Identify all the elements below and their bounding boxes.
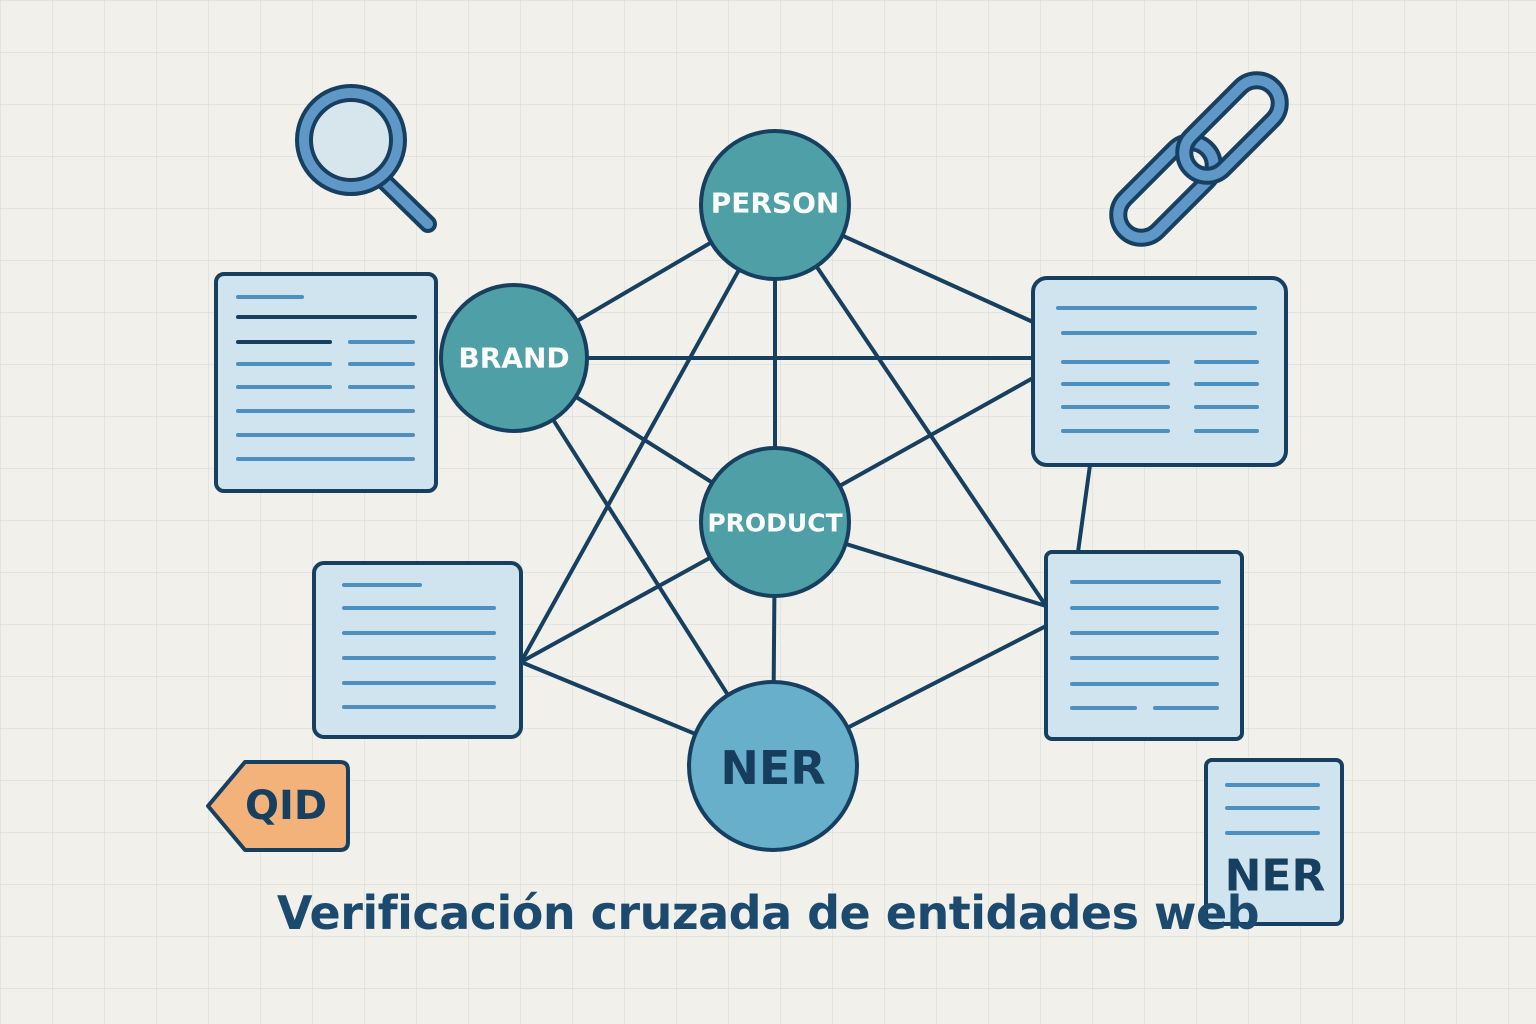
node-ner: NER [687, 680, 859, 852]
ner-document-label: NER [1225, 851, 1326, 902]
document-card-right-top [1031, 276, 1288, 467]
node-product-label: PRODUCT [707, 509, 842, 538]
magnifier-icon [295, 84, 437, 233]
node-ner-label: NER [720, 741, 825, 795]
ner-document-card: NER [1204, 758, 1344, 926]
qid-tag-label: QID [245, 783, 327, 829]
node-person: PERSON [699, 129, 851, 281]
qid-tag: QID [206, 760, 350, 852]
chain-link-icon [1109, 71, 1289, 247]
diagram-title: Verificación cruzada de entidades web [276, 886, 1260, 940]
document-card-left-bottom [312, 561, 523, 739]
node-brand-label: BRAND [458, 342, 569, 375]
node-person-label: PERSON [711, 187, 840, 220]
document-card-right-bottom [1044, 550, 1244, 741]
edge-doc-right-top-doc-right-bottom [1076, 463, 1092, 554]
document-card-left-top [214, 272, 438, 493]
edge-person-doc-right-bottom [773, 203, 1048, 608]
node-brand: BRAND [439, 283, 589, 433]
edge-person-doc-left-bottom [519, 203, 777, 664]
node-product: PRODUCT [699, 446, 851, 598]
